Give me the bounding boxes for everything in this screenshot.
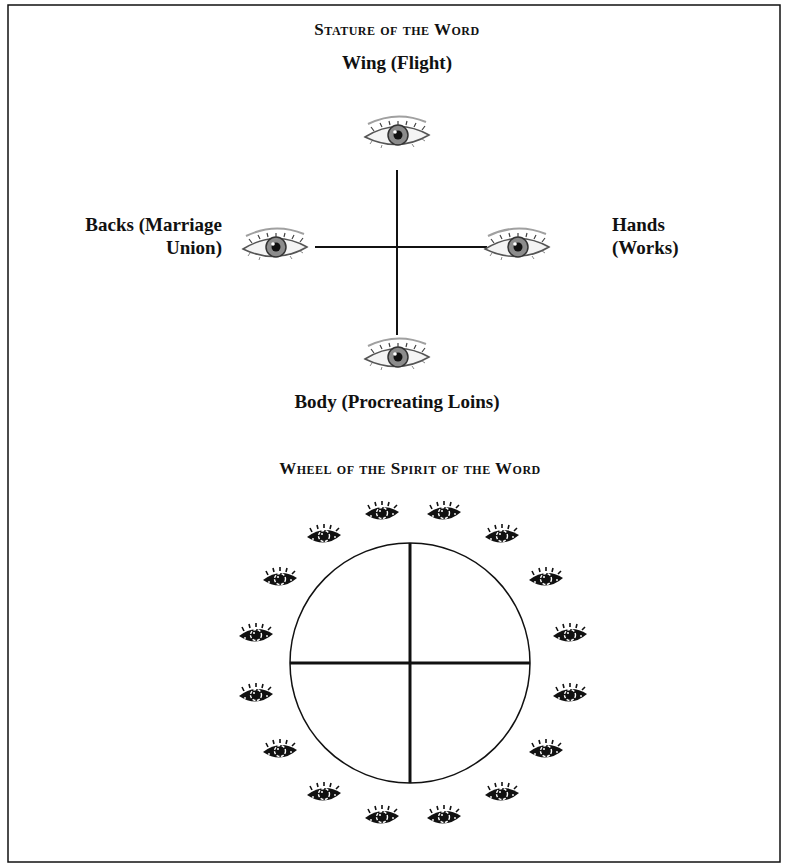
eye-symbol bbox=[529, 739, 563, 758]
part-label: Body (Procreating Loins) bbox=[147, 391, 647, 414]
wheel-spoke bbox=[290, 662, 530, 665]
part-label: Wing (Flight) bbox=[197, 52, 597, 75]
part-label: Hands (Works) bbox=[612, 214, 702, 260]
section-heading: Stature of the Word bbox=[197, 20, 597, 40]
eye-symbol bbox=[485, 782, 519, 801]
eye-symbol bbox=[365, 805, 399, 824]
eye-symbol bbox=[553, 683, 587, 702]
eye-symbol bbox=[365, 116, 429, 148]
eye-symbol bbox=[529, 567, 563, 586]
eye-symbol bbox=[239, 683, 273, 702]
cross-line bbox=[315, 246, 487, 248]
eye-symbol bbox=[263, 739, 297, 758]
eye-symbol bbox=[427, 501, 461, 520]
eye-symbol bbox=[263, 567, 297, 586]
eye-symbol bbox=[365, 501, 399, 520]
eye-symbol bbox=[243, 228, 307, 260]
eye-symbol bbox=[307, 782, 341, 801]
eye-symbol bbox=[365, 338, 429, 370]
section-heading: Wheel of the Spirit of the Word bbox=[160, 459, 660, 479]
eye-symbol bbox=[307, 524, 341, 543]
cross-line bbox=[396, 170, 398, 335]
wheel-circle bbox=[290, 543, 530, 783]
part-label: Backs (Marriage Union) bbox=[52, 214, 222, 260]
eye-symbol bbox=[485, 228, 549, 260]
eye-symbol bbox=[553, 623, 587, 642]
frame-border bbox=[8, 5, 780, 862]
eye-symbol bbox=[427, 805, 461, 824]
eye-symbol bbox=[485, 524, 519, 543]
eye-symbol bbox=[239, 623, 273, 642]
